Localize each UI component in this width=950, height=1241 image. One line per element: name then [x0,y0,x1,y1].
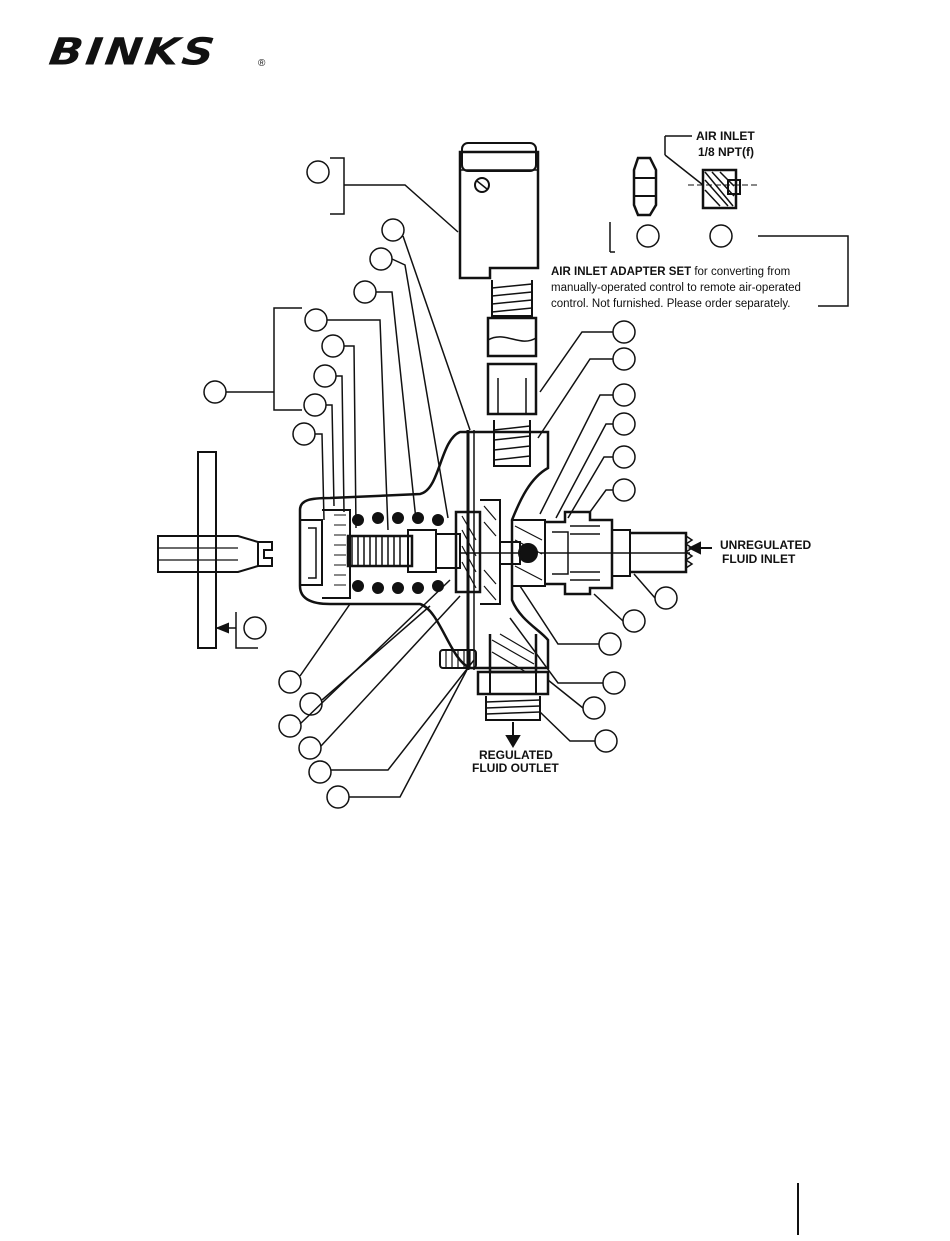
unregulated-inlet-label-2: FLUID INLET [722,552,796,566]
air-inlet-adapter-set [610,136,848,306]
adapter-note-title: AIR INLET ADAPTER SET [551,266,691,278]
air-inlet-thread-label: 1/8 NPT(f) [698,145,754,159]
regulated-outlet-label: REGULATED [479,748,553,762]
adapter-note-line1: AIR INLET ADAPTER SET for converting fro… [551,266,790,278]
top-control-assembly [460,143,538,466]
air-inlet-label: AIR INLET [696,129,755,143]
page-edge-rule [797,1183,799,1235]
unregulated-inlet-label: UNREGULATED [720,538,811,552]
adapter-note-line2: manually-operated control to remote air-… [551,282,801,294]
adjusting-wrench [158,452,272,648]
inlet-fitting [540,512,712,594]
regulated-outlet-label-2: FLUID OUTLET [472,761,559,775]
part-callouts [204,158,677,808]
adapter-note-line1-rest: for converting from [691,266,790,278]
adapter-note-line3: control. Not furnished. Please order sep… [551,298,791,310]
spring [353,513,443,593]
